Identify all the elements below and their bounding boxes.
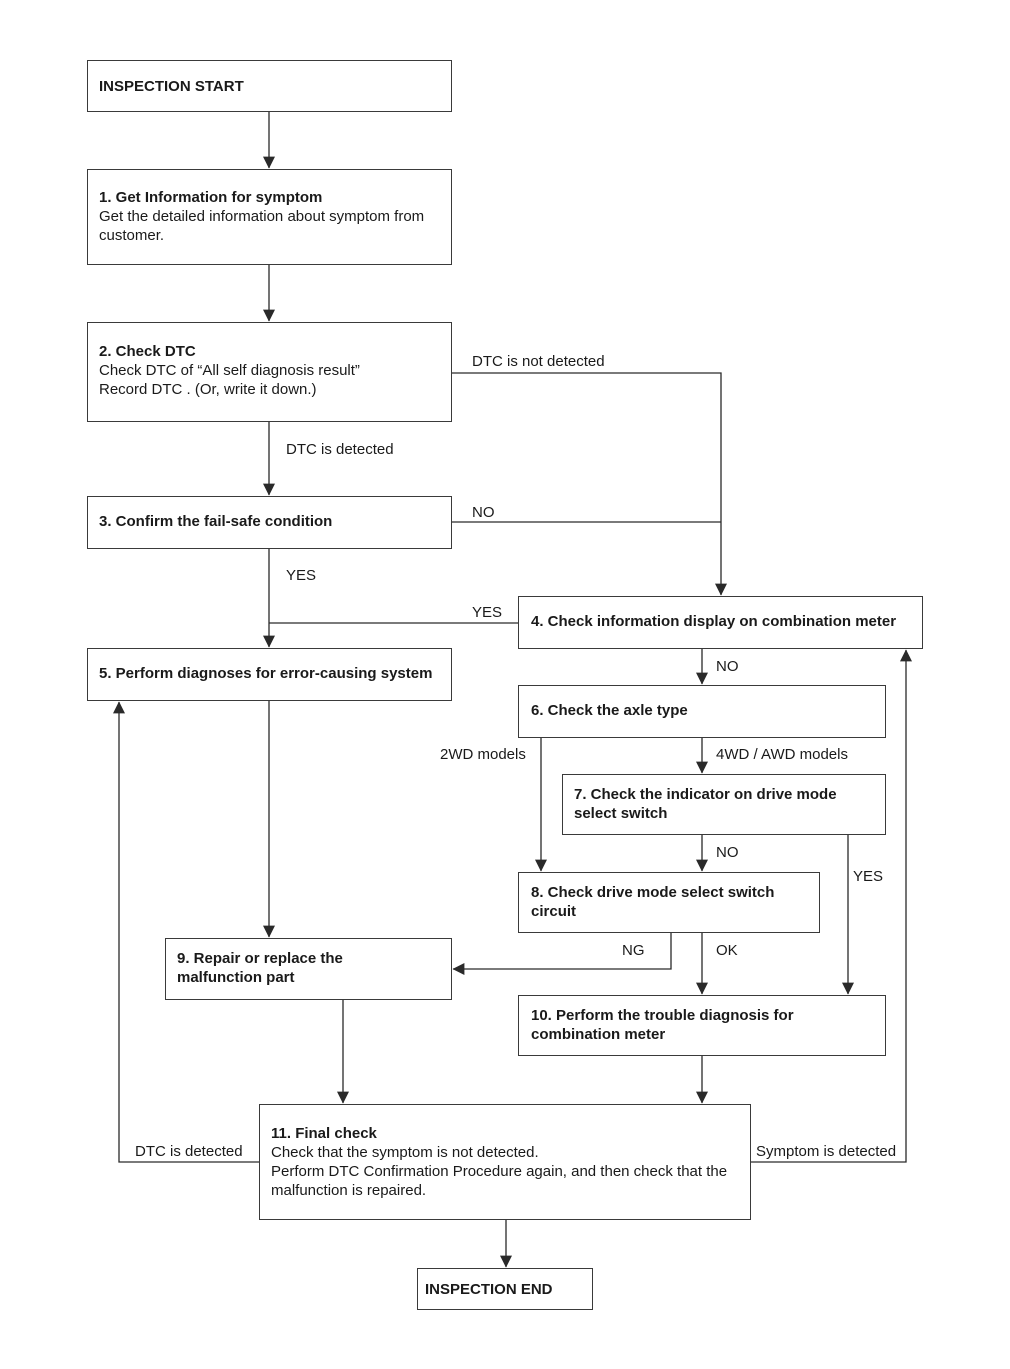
step-2-line-2: Record DTC . (Or, write it down.) — [99, 381, 317, 398]
step-5-box: 5. Perform diagnoses for error-causing s… — [87, 648, 452, 701]
label-dtc-detected-11-5: DTC is detected — [135, 1143, 243, 1160]
label-no-7-8: NO — [716, 844, 739, 861]
step-4-title: 4. Check information display on combinat… — [531, 613, 897, 630]
step-1-line-2: customer. — [99, 227, 165, 244]
step-1-line-1: Get the detailed information about sympt… — [99, 208, 425, 225]
arrow-8-to-9-ng — [452, 933, 672, 975]
inspection-start-box: INSPECTION START — [87, 60, 452, 112]
arrow-11-to-4-symptom-detected — [751, 649, 912, 1163]
step-11-line-2: Perform DTC Confirmation Procedure again… — [271, 1163, 728, 1180]
step-8-title-line-1: 8. Check drive mode select switch — [531, 884, 775, 901]
step-9-title-line-1: 9. Repair or replace the — [177, 950, 343, 967]
inspection-start-title: INSPECTION START — [99, 78, 244, 95]
step-10-box: 10. Perform the trouble diagnosis for co… — [518, 995, 886, 1056]
step-6-box: 6. Check the axle type — [518, 685, 886, 738]
inspection-end-title: INSPECTION END — [425, 1281, 553, 1298]
arrow-2-to-4-dtc-not-detected — [452, 372, 727, 596]
label-dtc-not-detected: DTC is not detected — [472, 353, 605, 370]
label-yes-3-5: YES — [286, 567, 317, 584]
step-2-box: 2. Check DTC Check DTC of “All self diag… — [87, 322, 452, 422]
step-9-box: 9. Repair or replace the malfunction par… — [165, 938, 452, 1000]
step-9-title-line-2: malfunction part — [177, 969, 295, 986]
step-6-title: 6. Check the axle type — [531, 702, 688, 719]
step-11-line-1: Check that the symptom is not detected. — [271, 1144, 539, 1161]
label-no-3-4: NO — [472, 504, 495, 521]
arrow-11-to-5-dtc-detected — [113, 701, 259, 1163]
step-1-box: 1. Get Information for symptom Get the d… — [87, 169, 452, 265]
inspection-end-box: INSPECTION END — [417, 1268, 593, 1310]
step-5-title: 5. Perform diagnoses for error-causing s… — [99, 665, 433, 682]
label-dtc-detected-2-3: DTC is detected — [286, 441, 394, 458]
step-4-box: 4. Check information display on combinat… — [518, 596, 923, 649]
step-3-title: 3. Confirm the fail-safe condition — [99, 513, 333, 530]
label-no-4-6: NO — [716, 658, 739, 675]
step-8-title-line-2: circuit — [531, 903, 577, 920]
label-4wd-awd-models: 4WD / AWD models — [716, 746, 848, 763]
step-7-box: 7. Check the indicator on drive mode sel… — [562, 774, 886, 835]
step-10-title-line-1: 10. Perform the trouble diagnosis for — [531, 1007, 794, 1024]
step-8-box: 8. Check drive mode select switch circui… — [518, 872, 820, 933]
step-7-title-line-1: 7. Check the indicator on drive mode — [574, 786, 837, 803]
step-2-line-1: Check DTC of “All self diagnosis result” — [99, 362, 360, 379]
step-7-title-line-2: select switch — [574, 805, 668, 822]
step-11-box: 11. Final check Check that the symptom i… — [259, 1104, 751, 1220]
label-yes-4-5: YES — [472, 604, 503, 621]
step-10-title-line-2: combination meter — [531, 1026, 666, 1043]
label-ng-8-9: NG — [622, 942, 645, 959]
step-11-line-3: malfunction is repaired. — [271, 1182, 427, 1199]
label-ok-8-10: OK — [716, 942, 738, 959]
step-2-title: 2. Check DTC — [99, 343, 196, 360]
step-3-box: 3. Confirm the fail-safe condition — [87, 496, 452, 549]
step-11-title: 11. Final check — [271, 1125, 377, 1142]
label-2wd-models: 2WD models — [440, 746, 526, 763]
step-1-title: 1. Get Information for symptom — [99, 189, 323, 206]
label-yes-7-10: YES — [853, 868, 884, 885]
label-symptom-detected: Symptom is detected — [756, 1143, 897, 1160]
